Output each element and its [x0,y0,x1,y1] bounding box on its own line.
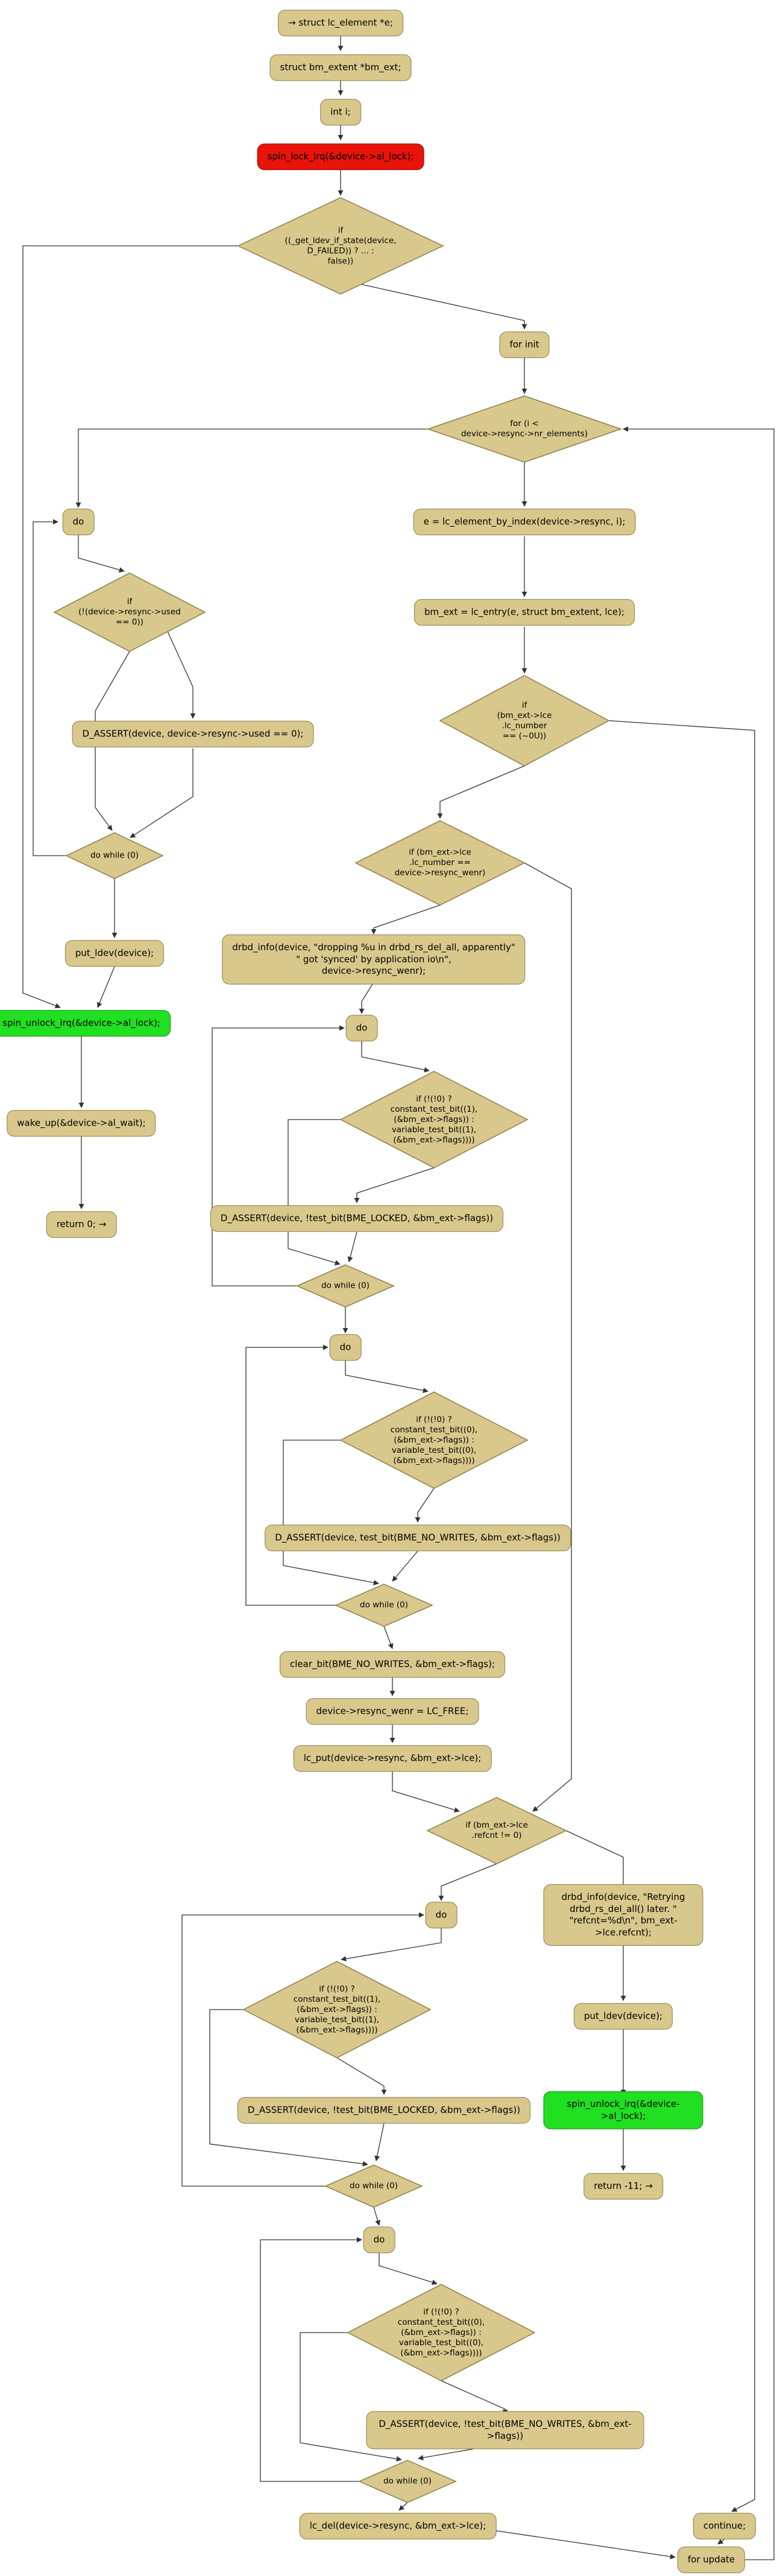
info-retrying-node: drbd_info(device, "Retrying drbd_rs_del_… [543,1884,703,1946]
do-while-decision-5-shape [358,2460,457,2503]
do-node-2: do [345,1015,378,1041]
do-while-decision-1-shape [65,832,164,879]
do-node-3: do [329,1334,362,1361]
do-while-decision-4: do while (0) [350,2181,398,2191]
for-condition-decision: for (i < device->resync->nr_elements) [461,419,588,439]
clear-bit-node: clear_bit(BME_NO_WRITES, &bm_ext->flags)… [280,1651,505,1678]
assert-not-locked-node-2: D_ASSERT(device, !test_bit(BME_LOCKED, &… [237,2097,531,2123]
do-node-4: do [425,1902,458,1928]
lc-del-node: lc_del(device->resync, &bm_ext->lce); [299,2513,497,2539]
spin-unlock-node-1: spin_unlock_irq(&device->al_lock); [0,1010,171,1036]
do-while-decision-4-shape [324,2164,423,2208]
declare-lc-element-node: → struct lc_element *e; [278,10,403,36]
if-test-bit-locked-decision-2: if (!(!0) ? constant_test_bit((1), (&bm_… [293,1984,381,2035]
wake-up-node: wake_up(&device->al_wait); [7,1110,156,1136]
if-resync-wenr-decision: if (bm_ext->lce .lc_number == device->re… [394,847,486,878]
if-test-bit-locked-decision-2-shape [242,1961,432,2058]
if-test-bit-locked-decision-1-shape [339,1071,529,1168]
return-0-node: return 0; → [46,1211,117,1238]
assign-e-node: e = lc_element_by_index(device->resync, … [413,509,636,535]
declare-bm-extent-node: struct bm_extent *bm_ext; [269,54,412,81]
do-while-decision-3: do while (0) [360,1600,408,1610]
if-get-ldev-decision: if ((_get_ldev_if_state(device, D_FAILED… [285,225,397,266]
if-test-bit-no-writes-decision-1-shape [339,1391,529,1489]
if-resync-used-decision: if (!(device->resync->used == 0)) [78,597,181,627]
do-node-5: do [363,2227,395,2253]
if-test-bit-no-writes-decision-2-shape [347,2284,536,2381]
if-test-bit-no-writes-decision-1: if (!(!0) ? constant_test_bit((0), (&bm_… [390,1414,478,1465]
spin-lock-node: spin_lock_irq(&device->al_lock); [257,143,424,170]
if-test-bit-no-writes-decision-2: if (!(!0) ? constant_test_bit((0), (&bm_… [397,2307,485,2358]
put-ldev-node-1: put_ldev(device); [64,940,165,967]
if-test-bit-locked-decision-1: if (!(!0) ? constant_test_bit((1), (&bm_… [390,1094,478,1145]
return-neg-11-node: return -11; → [583,2173,663,2199]
do-while-decision-5: do while (0) [383,2476,432,2486]
for-condition-decision-shape [426,395,623,463]
assert-no-writes-node: D_ASSERT(device, test_bit(BME_NO_WRITES,… [265,1525,571,1551]
assert-not-no-writes-node: D_ASSERT(device, !test_bit(BME_NO_WRITES… [366,2411,644,2449]
if-lc-number-free-decision: if (bm_ext->lce .lc_number == (~0U)) [497,700,552,741]
edges-group [22,36,775,2560]
if-resync-wenr-decision-shape [354,820,526,906]
info-dropping-node: drbd_info(device, "dropping %u in drbd_r… [222,934,526,985]
for-init-node: for init [499,331,550,358]
if-refcnt-decision: if (bm_ext->lce .refcnt != 0) [465,1820,528,1840]
assert-not-locked-node-1: D_ASSERT(device, !test_bit(BME_LOCKED, &… [210,1205,504,1232]
if-refcnt-decision-shape [426,1797,567,1864]
declare-i-node: int i; [320,99,361,125]
do-node-1: do [62,509,95,535]
continue-node: continue; [693,2513,756,2539]
put-ldev-node-2: put_ldev(device); [573,2003,673,2029]
lc-put-node: lc_put(device->resync, &bm_ext->lce); [293,1745,492,1772]
assert-resync-used-node: D_ASSERT(device, device->resync->used ==… [72,721,314,747]
do-while-decision-1: do while (0) [90,850,139,860]
set-resync-wenr-node: device->resync_wenr = LC_FREE; [306,1698,479,1725]
for-update-node: for update [677,2546,746,2573]
do-while-decision-2: do while (0) [321,1280,369,1291]
if-resync-used-decision-shape [53,572,206,652]
do-while-decision-3-shape [335,1584,433,1627]
spin-unlock-node-2: spin_unlock_irq(&device->al_lock); [543,2091,703,2129]
if-lc-number-free-decision-shape [439,675,610,766]
if-get-ldev-decision-shape [237,197,444,295]
do-while-decision-2-shape [296,1264,395,1308]
assign-bm-ext-node: bm_ext = lc_entry(e, struct bm_extent, l… [414,599,635,625]
